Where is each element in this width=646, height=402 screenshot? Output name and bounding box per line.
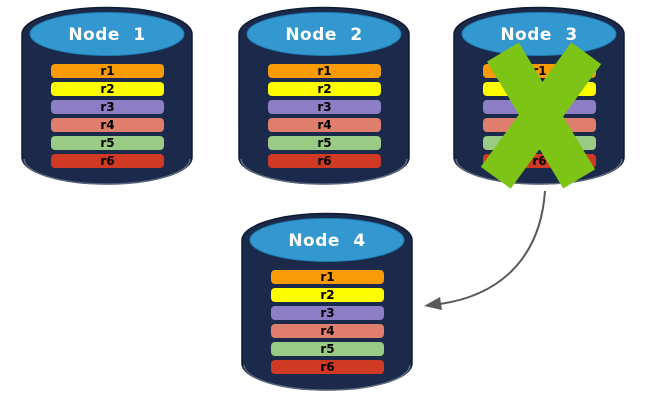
node-2: Node 2 r1 r2 r3 r4 r5 r6 [238, 6, 410, 185]
failover-arrowhead-icon [424, 297, 442, 310]
replica-row: r5 [268, 136, 381, 150]
node-title: Node 1 [68, 25, 146, 45]
replica-row: r1 [51, 64, 164, 78]
replica-row: r4 [268, 118, 381, 132]
replica-row: r3 [268, 100, 381, 114]
row-stack: r1 r2 r3 r4 r5 r6 [268, 64, 381, 172]
node-title: Node 2 [285, 25, 363, 45]
replica-row: r6 [268, 154, 381, 168]
row-stack: r1 r2 r3 r4 r5 r6 [51, 64, 164, 172]
node-title: Node 3 [500, 25, 578, 45]
x-mark-icon [453, 6, 625, 189]
node-title: Node 4 [288, 231, 366, 251]
failover-arrow-path [439, 190, 546, 305]
replica-row: r6 [51, 154, 164, 168]
replica-row: r3 [271, 306, 384, 320]
replica-row: r3 [51, 100, 164, 114]
row-stack: r1 r2 r3 r4 r5 r6 [271, 270, 384, 378]
replica-row: r1 [268, 64, 381, 78]
node-1: Node 1 r1 r2 r3 r4 r5 r6 [21, 6, 193, 185]
replica-row: r2 [268, 82, 381, 96]
replica-row: r4 [51, 118, 164, 132]
replica-row: r6 [271, 360, 384, 374]
replica-row: r2 [51, 82, 164, 96]
replica-row: r5 [51, 136, 164, 150]
node-3: Node 3 r1 r2 r3 r4 r5 r6 [453, 6, 625, 189]
replica-row: r5 [271, 342, 384, 356]
replica-row: r4 [271, 324, 384, 338]
replica-row: r2 [271, 288, 384, 302]
node-4: Node 4 r1 r2 r3 r4 r5 r6 [241, 212, 413, 391]
replica-row: r1 [271, 270, 384, 284]
